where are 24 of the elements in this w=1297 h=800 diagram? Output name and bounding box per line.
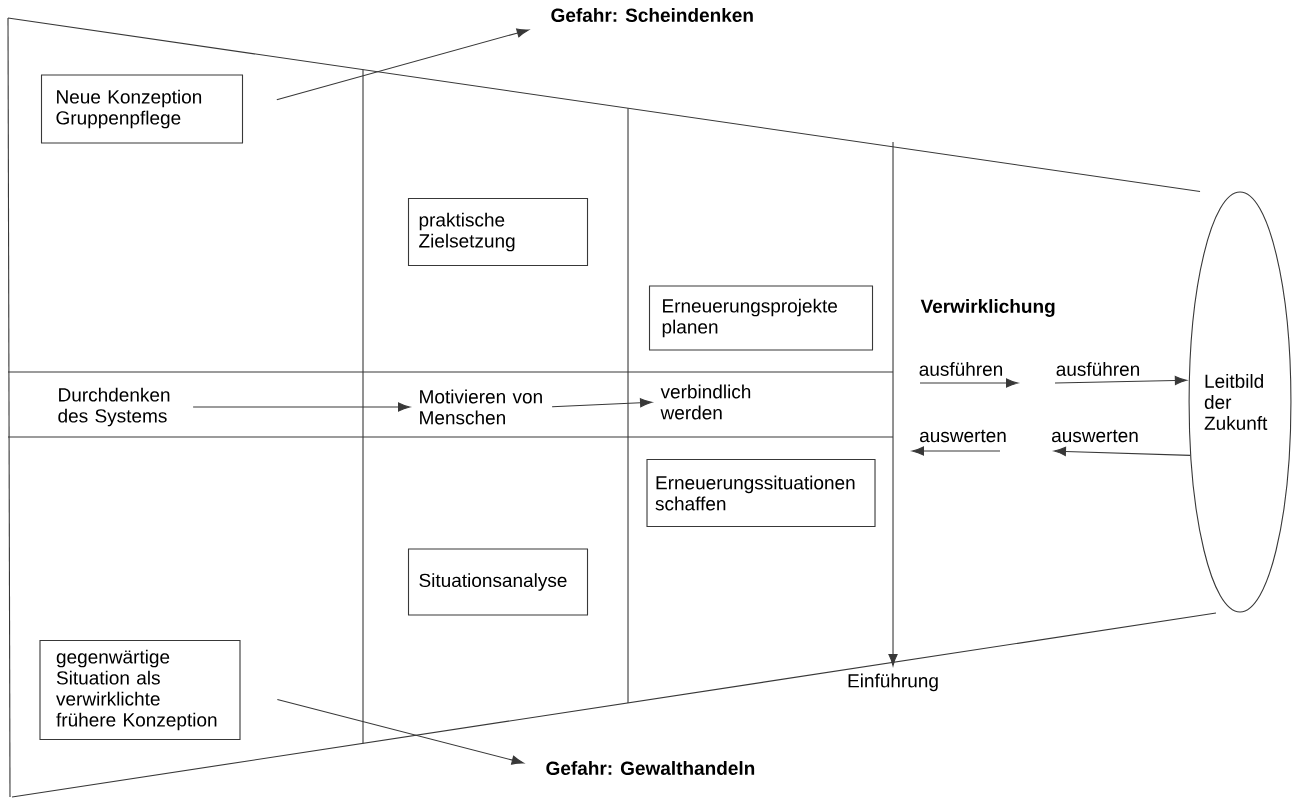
arrow: [1054, 375, 1187, 386]
arrow: [888, 141, 898, 667]
arrow: [1053, 446, 1191, 457]
step-text: verbindlich werden: [660, 384, 751, 420]
arrow: [276, 698, 524, 765]
arrow: [276, 28, 529, 101]
arrow-label: ausführen: [919, 362, 1002, 376]
edge-label: ausführen: [1054, 361, 1142, 377]
step-text: Einführung: [848, 673, 938, 692]
process-box: praktische Zielsetzung: [407, 197, 589, 267]
arrow: [551, 398, 653, 408]
step-text: Motivieren von Menschen: [420, 389, 542, 425]
step-text: Durchdenken des Systems: [58, 387, 170, 427]
warning-text: Gefahr: Scheindenken: [551, 8, 753, 22]
warning-text: Gefahr: Gewalthandeln: [546, 761, 755, 775]
process-box: gegenwärtige Situation als verwirklichte frühere Konzeption: [39, 639, 241, 741]
edge-label: auswerten: [1050, 428, 1140, 444]
heading-text: Verwirklichung: [920, 299, 1055, 317]
arrow: [192, 402, 411, 412]
process-box: Erneuerungssituationen schaffen: [646, 458, 876, 528]
arrow-label: auswerten: [920, 429, 1006, 443]
process-box: Neue Konzeption Gruppenpflege: [40, 74, 244, 144]
process-box: Erneuerungsprojekte planen: [648, 285, 874, 351]
process-box: Situationsanalyse: [407, 548, 589, 616]
